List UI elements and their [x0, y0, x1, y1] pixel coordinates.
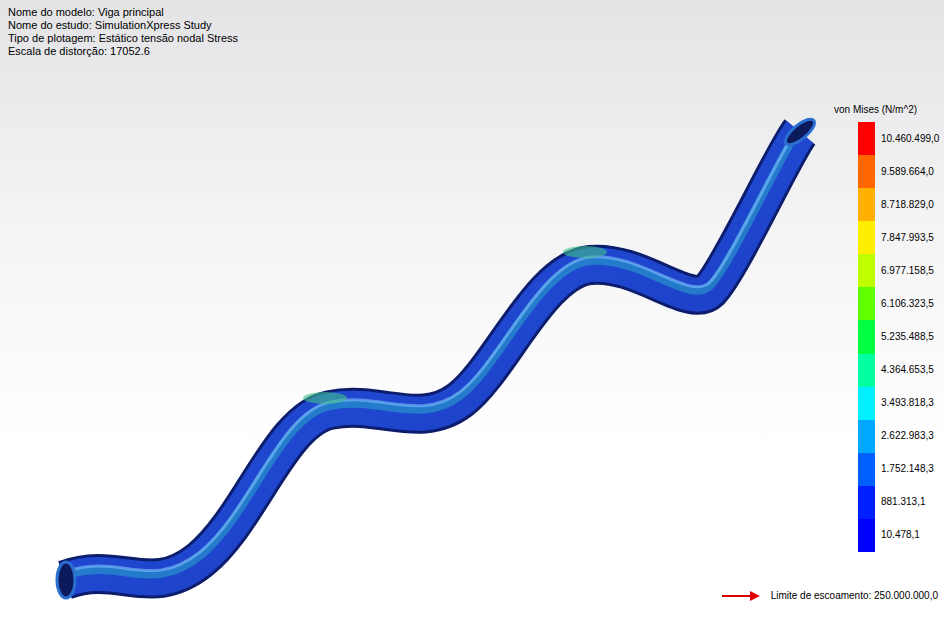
legend-value: 1.752.148,3: [881, 463, 934, 475]
limit-arrow-line: [722, 595, 752, 597]
color-bar-segment: [858, 420, 875, 454]
legend-value: 4.364.653,5: [881, 364, 934, 376]
legend-value: 6.106.323,5: [881, 298, 934, 310]
color-bar-segment: [858, 155, 875, 189]
bump-hotspot: [563, 246, 607, 258]
legend-value: 3.493.818,3: [881, 397, 934, 409]
color-bar-segment: [858, 320, 875, 354]
color-bar-segment: [858, 221, 875, 255]
legend-value: 6.977.158,5: [881, 265, 934, 277]
legend-value: 9.589.664,0: [881, 166, 934, 178]
color-bar-segment: [858, 354, 875, 388]
legend-value: 10.478,1: [881, 529, 920, 541]
color-bar-segment: [858, 453, 875, 487]
color-bar-segment: [858, 387, 875, 421]
legend-value: 881.313,1: [881, 496, 926, 508]
legend-value: 8.718.829,0: [881, 199, 934, 211]
model-name: Nome do modelo: Viga principal: [8, 6, 164, 19]
pipe-opening: [782, 115, 819, 149]
study-name: Nome do estudo: SimulationXpress Study: [8, 19, 212, 32]
pipe-opening: [57, 562, 75, 598]
legend-value: 10.460.499,0: [881, 133, 939, 145]
color-bar-segment: [858, 122, 875, 156]
color-bar-segment: [858, 486, 875, 520]
distortion-scale: Escala de distorção: 17052.6: [8, 45, 150, 58]
legend-value: 7.847.993,5: [881, 232, 934, 244]
bump-hotspot: [303, 392, 347, 404]
legend-value: 2.622.983,3: [881, 430, 934, 442]
color-bar-segment: [858, 254, 875, 288]
plot-type: Tipo de plotagem: Estático tensão nodal …: [8, 32, 238, 45]
legend-title: von Mises (N/m^2): [834, 104, 917, 116]
limit-arrow-head: [750, 591, 760, 601]
color-bar-segment: [858, 519, 875, 553]
pipe-highlight: [65, 124, 800, 572]
color-bar-segment: [858, 287, 875, 321]
pipe-edge: [65, 132, 800, 580]
legend-value: 5.235.488,5: [881, 331, 934, 343]
pipe-stress-band: [65, 128, 800, 576]
yield-limit: Limite de escoamento: 250.000.000,0: [771, 590, 938, 602]
color-bar-segment: [858, 188, 875, 222]
pipe-body: [65, 132, 800, 580]
